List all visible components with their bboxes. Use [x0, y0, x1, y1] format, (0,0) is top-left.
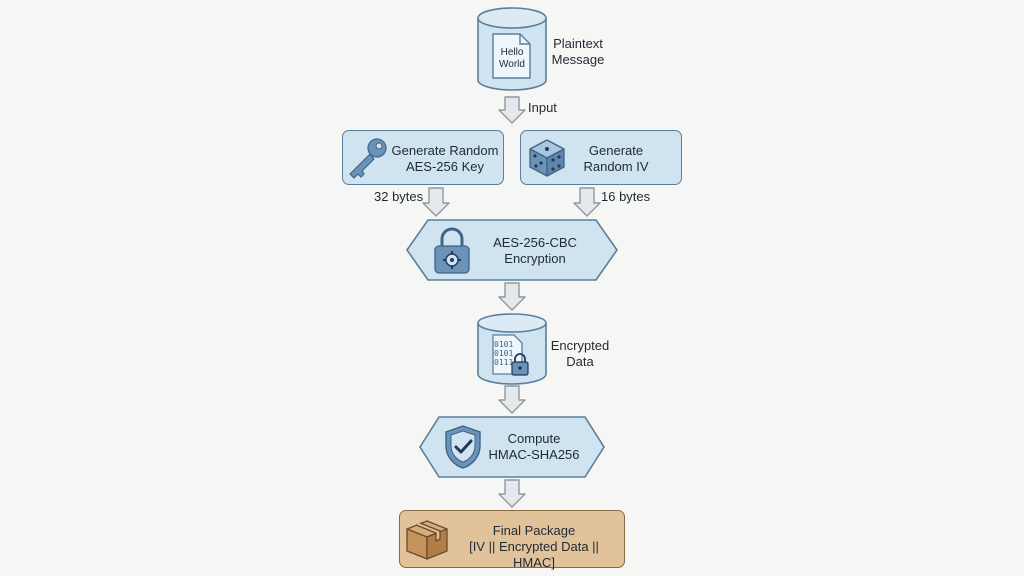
binary-row: 0111	[494, 358, 514, 367]
encrypted-data-label: Encrypted Data	[546, 338, 614, 370]
dice-icon	[529, 139, 565, 177]
generate-key-line2: AES-256 Key	[405, 159, 485, 174]
shield-check-icon	[445, 425, 481, 469]
generate-iv-line2: Random IV	[583, 159, 649, 174]
edge-label-input: Input	[528, 100, 557, 115]
edge-label-key-bytes: 32 bytes	[374, 189, 424, 204]
encrypted-data-line1: Encrypted	[550, 338, 610, 353]
document-text-line2: World	[499, 59, 525, 70]
encryption-line2: Encryption	[504, 251, 566, 266]
final-package-line1: Final Package	[492, 523, 576, 538]
key-icon	[349, 138, 387, 179]
arrow-key-bytes	[422, 187, 450, 217]
plaintext-label: Plaintext Message	[546, 36, 610, 68]
arrow-to-encrypted	[498, 282, 526, 311]
document-icon	[492, 33, 531, 79]
box-icon	[406, 520, 448, 560]
encryption-label: AES-256-CBC Encryption	[480, 235, 590, 267]
hmac-label: Compute HMAC-SHA256	[484, 431, 584, 463]
edge-label-iv-bytes: 16 bytes	[601, 189, 651, 204]
generate-key-label: Generate Random AES-256 Key	[390, 143, 500, 175]
binary-lock-icon	[492, 334, 529, 376]
arrow-input	[498, 96, 526, 124]
binary-row: 0101	[494, 349, 514, 358]
generate-iv-line1: Generate	[588, 143, 644, 158]
hmac-line2: HMAC-SHA256	[488, 447, 580, 462]
arrow-to-final	[498, 479, 526, 508]
document-text-line1: Hello	[500, 47, 524, 58]
final-package-line2: [IV || Encrypted Data || HMAC]	[469, 539, 599, 570]
encrypted-data-line2: Data	[566, 354, 594, 369]
plaintext-label-line2: Message	[551, 52, 605, 67]
arrow-iv-bytes	[573, 187, 601, 217]
plaintext-label-line1: Plaintext	[553, 36, 603, 51]
generate-iv-label: Generate Random IV	[566, 143, 666, 175]
final-package-label: Final Package [IV || Encrypted Data || H…	[448, 523, 620, 571]
binary-digits: 0101 0101 0111	[494, 340, 518, 367]
binary-row: 0101	[494, 340, 514, 349]
hmac-line1: Compute	[507, 431, 561, 446]
generate-key-line1: Generate Random	[391, 143, 499, 158]
encryption-line1: AES-256-CBC	[493, 235, 577, 250]
arrow-to-hmac	[498, 385, 526, 414]
padlock-gear-icon	[434, 227, 470, 274]
